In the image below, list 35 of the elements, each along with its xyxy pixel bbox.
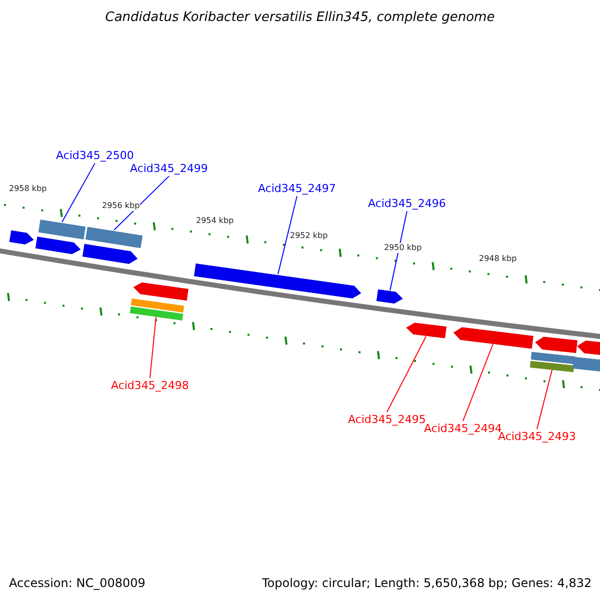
leader-line [386,336,426,412]
scale-label: 2952 kbp [290,231,328,241]
coding-region-bar [85,226,143,248]
coding-region-bar [129,306,183,320]
gene-label: Acid345_2496 [368,197,446,210]
gene-feature [132,281,188,301]
footer-text: Accession: NC_008009 [9,576,146,590]
scale-label: 2954 kbp [196,216,234,226]
leader-line [149,316,156,378]
scale-label: 2948 kbp [479,254,517,264]
gene-feature [9,230,35,246]
coding-region-bar [530,352,576,364]
leader-line [62,162,96,222]
gene-feature [376,289,404,305]
leader-line [536,370,552,430]
gene-feature [34,236,82,256]
gene-feature [405,322,447,338]
scale-label: 2950 kbp [384,243,422,253]
gene-label: Acid345_2498 [111,379,189,392]
scale-label: 2956 kbp [102,201,140,211]
gene-feature [534,335,578,353]
gene-label: Acid345_2495 [348,413,426,426]
footer-text: Topology: circular; Length: 5,650,368 bp; Genes: 4,832 [262,576,592,590]
leader-line [278,196,298,274]
leader-line [462,344,494,422]
gene-feature [82,243,138,265]
gene-feature [194,262,362,300]
leader-line [390,210,408,291]
gene-label: Acid345_2500 [56,149,134,162]
scale-label: 2958 kbp [9,184,47,194]
gene-label: Acid345_2497 [258,182,336,196]
coding-region-bar [38,218,86,240]
title: Candidatus Koribacter versatilis Ellin345, complete genome [104,10,496,26]
coding-region-bar [130,298,184,312]
gene-label: Acid345_2499 [130,162,208,176]
